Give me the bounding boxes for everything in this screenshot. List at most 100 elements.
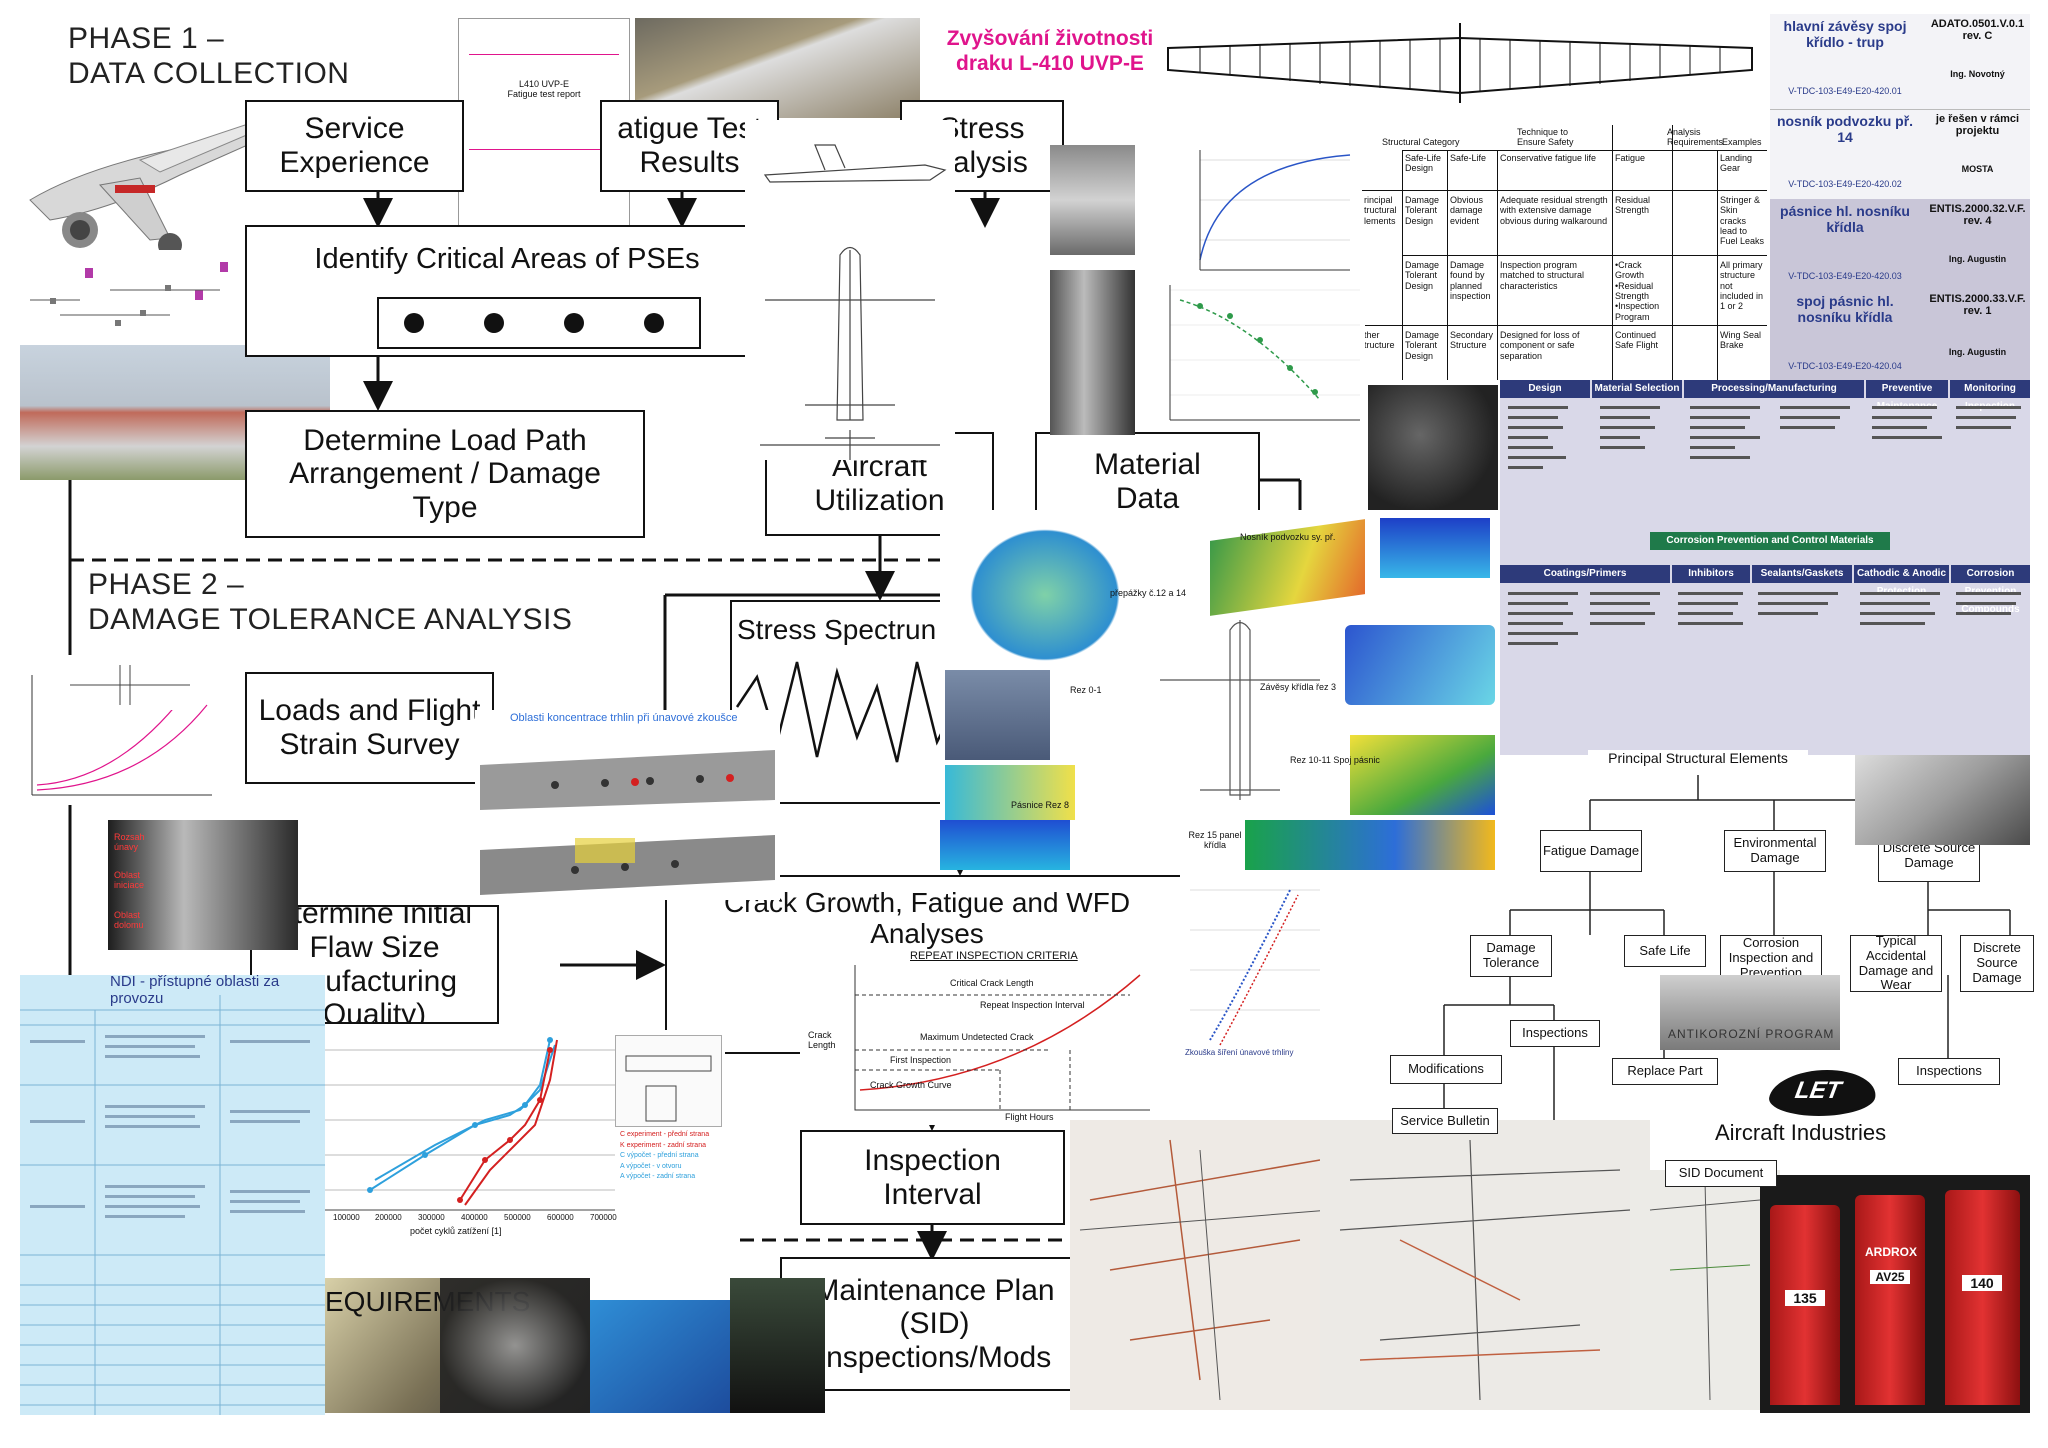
ndi-table: NDI - přístupné oblasti za provozu	[20, 973, 325, 1415]
first-inspection-label: First Inspection	[890, 1055, 952, 1065]
corrosion-node: Corrosion Inspection and Prevention	[1720, 935, 1822, 982]
environmental-damage-node: Environmental Damage	[1724, 830, 1826, 872]
anticorrosion-label: ANTIKOROZNÍ PROGRAM	[1668, 1027, 1835, 1041]
table-cell: Inspection program matched to structural…	[1500, 260, 1585, 291]
component-owner: Ing. Augustin	[1948, 347, 2007, 357]
materials-header: Cathodic & Anodic Protection	[1854, 565, 1949, 597]
inspections-node: Inspections	[1510, 1020, 1600, 1047]
fea-panel	[945, 765, 1075, 820]
table-cell: Obvious damage evident	[1450, 195, 1484, 226]
fea-label: přepážky č.12 a 14	[1110, 588, 1187, 598]
table-cell: Fatigue	[1615, 153, 1646, 163]
table-cell: Conservative fatigue life	[1500, 153, 1597, 163]
wing-station-drawing	[1160, 18, 1760, 108]
component-owner: MOSTA	[1961, 164, 1994, 174]
spray-label: AV25	[1870, 1270, 1910, 1284]
project-title-line1: Zvyšování životnosti	[946, 27, 1154, 50]
airplane-three-view	[745, 120, 955, 460]
repeat-interval-label: Repeat Inspection Interval	[980, 1000, 1085, 1010]
spray-label: 140	[1962, 1275, 2002, 1291]
fea-label: Rez 0-1	[1070, 685, 1102, 695]
table-header: Structural Category	[1382, 137, 1460, 147]
cycle-tick: 100000	[333, 1213, 360, 1222]
component-rev: je řešen v rámci projektu	[1935, 113, 2020, 137]
component-name: pásnice hl. nosníku křídla	[1780, 203, 1910, 235]
spray-cans-photo: 135 AV25 140 ARDROX	[1760, 1175, 2030, 1413]
damage-tolerance-node: Damage Tolerance	[1470, 935, 1552, 977]
spray-label: 135	[1785, 1290, 1825, 1306]
repeat-inspection-title: REPEAT INSPECTION CRITERIA	[910, 950, 1078, 962]
spray-can	[1855, 1195, 1925, 1405]
fea-joint	[1350, 735, 1495, 815]
cycle-tick: 200000	[375, 1213, 402, 1222]
pse-location-chart	[20, 260, 230, 340]
phase1-title: PHASE 1 – DATA COLLECTION	[68, 22, 350, 90]
loads-flight-box: Loads and Flight Strain Survey	[245, 672, 494, 784]
materials-chart: Design Material Selection Processing/Man…	[1500, 380, 2030, 755]
ndi-title: NDI - přístupné oblasti za provozu	[110, 973, 280, 1007]
fea-label: Závěsy křídla řez 3	[1260, 682, 1337, 692]
legend-entry: K experiment - zadní strana	[620, 1141, 706, 1149]
table-cell: Safe-Life Design	[1405, 153, 1442, 174]
cycles-axis-label: počet cyklů zatížení [1]	[410, 1226, 502, 1236]
specimen-sketch	[615, 1035, 722, 1127]
component-rev: ENTIS.2000.32.V.F. rev. 4	[1929, 203, 2026, 227]
table-cell: Damage Tolerant Design	[1405, 195, 1440, 226]
comparison-legend: C experiment - přední strana K experimen…	[620, 1130, 725, 1183]
fea-label: Rez 15 panel křídla	[1188, 830, 1242, 851]
fatigue-damage-node: Fatigue Damage	[1540, 830, 1642, 872]
table-cell: Secondary Structure	[1450, 330, 1494, 351]
table-header: Technique to Ensure Safety	[1517, 127, 1574, 148]
crack-propagation-chart: Zkouška šíření únavové trhliny	[1180, 870, 1325, 1070]
component-row: spoj pásnic hl. nosníku křídla ENTIS.200…	[1770, 289, 2030, 381]
table-cell: Landing Gear	[1720, 153, 1753, 174]
fatigue-sn-chart	[1140, 280, 1365, 430]
project-title-line2: draku L-410 UVP-E	[956, 52, 1144, 76]
modifications-node: Modifications	[1390, 1055, 1502, 1084]
load-path-box: Determine Load Path Arrangement / Damage…	[245, 410, 645, 538]
repeat-inspection-plot	[854, 965, 1150, 1111]
table-cell: Designed for loss of component or safe s…	[1500, 330, 1580, 361]
table-cell: Damage Tolerant Design	[1405, 330, 1440, 361]
let-logo-text: LET	[1793, 1077, 1844, 1104]
crack-detail-sketch	[60, 655, 200, 710]
fea-label: Pásnice Rez 8	[1010, 800, 1070, 810]
test-machine-photo	[1050, 270, 1135, 435]
bolts-photo	[1368, 385, 1498, 510]
materials-header: Inhibitors	[1672, 565, 1750, 583]
typical-damage-node: Typical Accidental Damage and Wear	[1850, 933, 1942, 992]
fea-frame2	[945, 670, 1050, 760]
component-owner: Ing. Novotný	[1950, 69, 2005, 79]
materials-header: Processing/Manufacturing	[1684, 380, 1864, 398]
stress-concentration-title: Oblasti koncentrace trhlin při únavové z…	[510, 712, 738, 724]
materials-center-label: Corrosion Prevention and Control Materia…	[1650, 532, 1890, 550]
fea-frame	[960, 520, 1130, 670]
materials-header: Design	[1500, 380, 1590, 398]
replace-part-node: Replace Part	[1612, 1058, 1718, 1085]
spray-can	[1945, 1190, 2020, 1405]
crack-comparison-chart: 100000 200000 300000 400000 500000 60000…	[325, 1030, 725, 1240]
component-rev: ADATO.0501.V.0.1 rev. C	[1930, 18, 2025, 42]
cycle-tick: 400000	[461, 1213, 488, 1222]
component-code: V-TDC-103-E49-E20-420.04	[1788, 361, 1902, 371]
maintenance-plan-box: Maintenance Plan (SID) Inspections/Mods	[780, 1257, 1089, 1391]
table-cell: Stringer & Skin cracks lead to Fuel Leak…	[1720, 195, 1765, 247]
component-table: hlavní závěsy spoj křídlo - trup ADATO.0…	[1770, 14, 2030, 381]
crack-comparison-plot	[325, 1037, 615, 1211]
repeat-inspection-chart: REPEAT INSPECTION CRITERIA Critical Crac…	[800, 950, 1180, 1125]
max-undetected-label: Maximum Undetected Crack	[920, 1032, 1034, 1042]
identify-pse-label: Identify Critical Areas of PSEs	[314, 243, 700, 275]
fea-results-panel: přepážky č.12 a 14 Nosník podvozku sy. p…	[940, 510, 1500, 870]
table-cell: Damage Tolerant Design	[1405, 260, 1440, 291]
component-name: hlavní závěsy spoj křídlo - trup	[1783, 18, 1907, 50]
stress-spectrum-label: Stress Spectrun	[737, 614, 937, 645]
table-header: Analysis Requirements	[1667, 127, 1724, 148]
table-cell: All primary structure not included in 1 …	[1720, 260, 1764, 312]
pse-tree-root: Principal Structural Elements	[1588, 750, 1808, 774]
table-cell: Adequate residual strength with extensiv…	[1500, 195, 1608, 226]
ndt-probe-photo	[590, 1300, 730, 1413]
component-row: hlavní závěsy spoj křídlo - trup ADATO.0…	[1770, 14, 2030, 110]
fea-aircraft-view	[1150, 610, 1330, 810]
fea-bottom-right	[1245, 820, 1495, 870]
fea-label: Rez 10-11 Spoj pásnic	[1290, 755, 1380, 765]
